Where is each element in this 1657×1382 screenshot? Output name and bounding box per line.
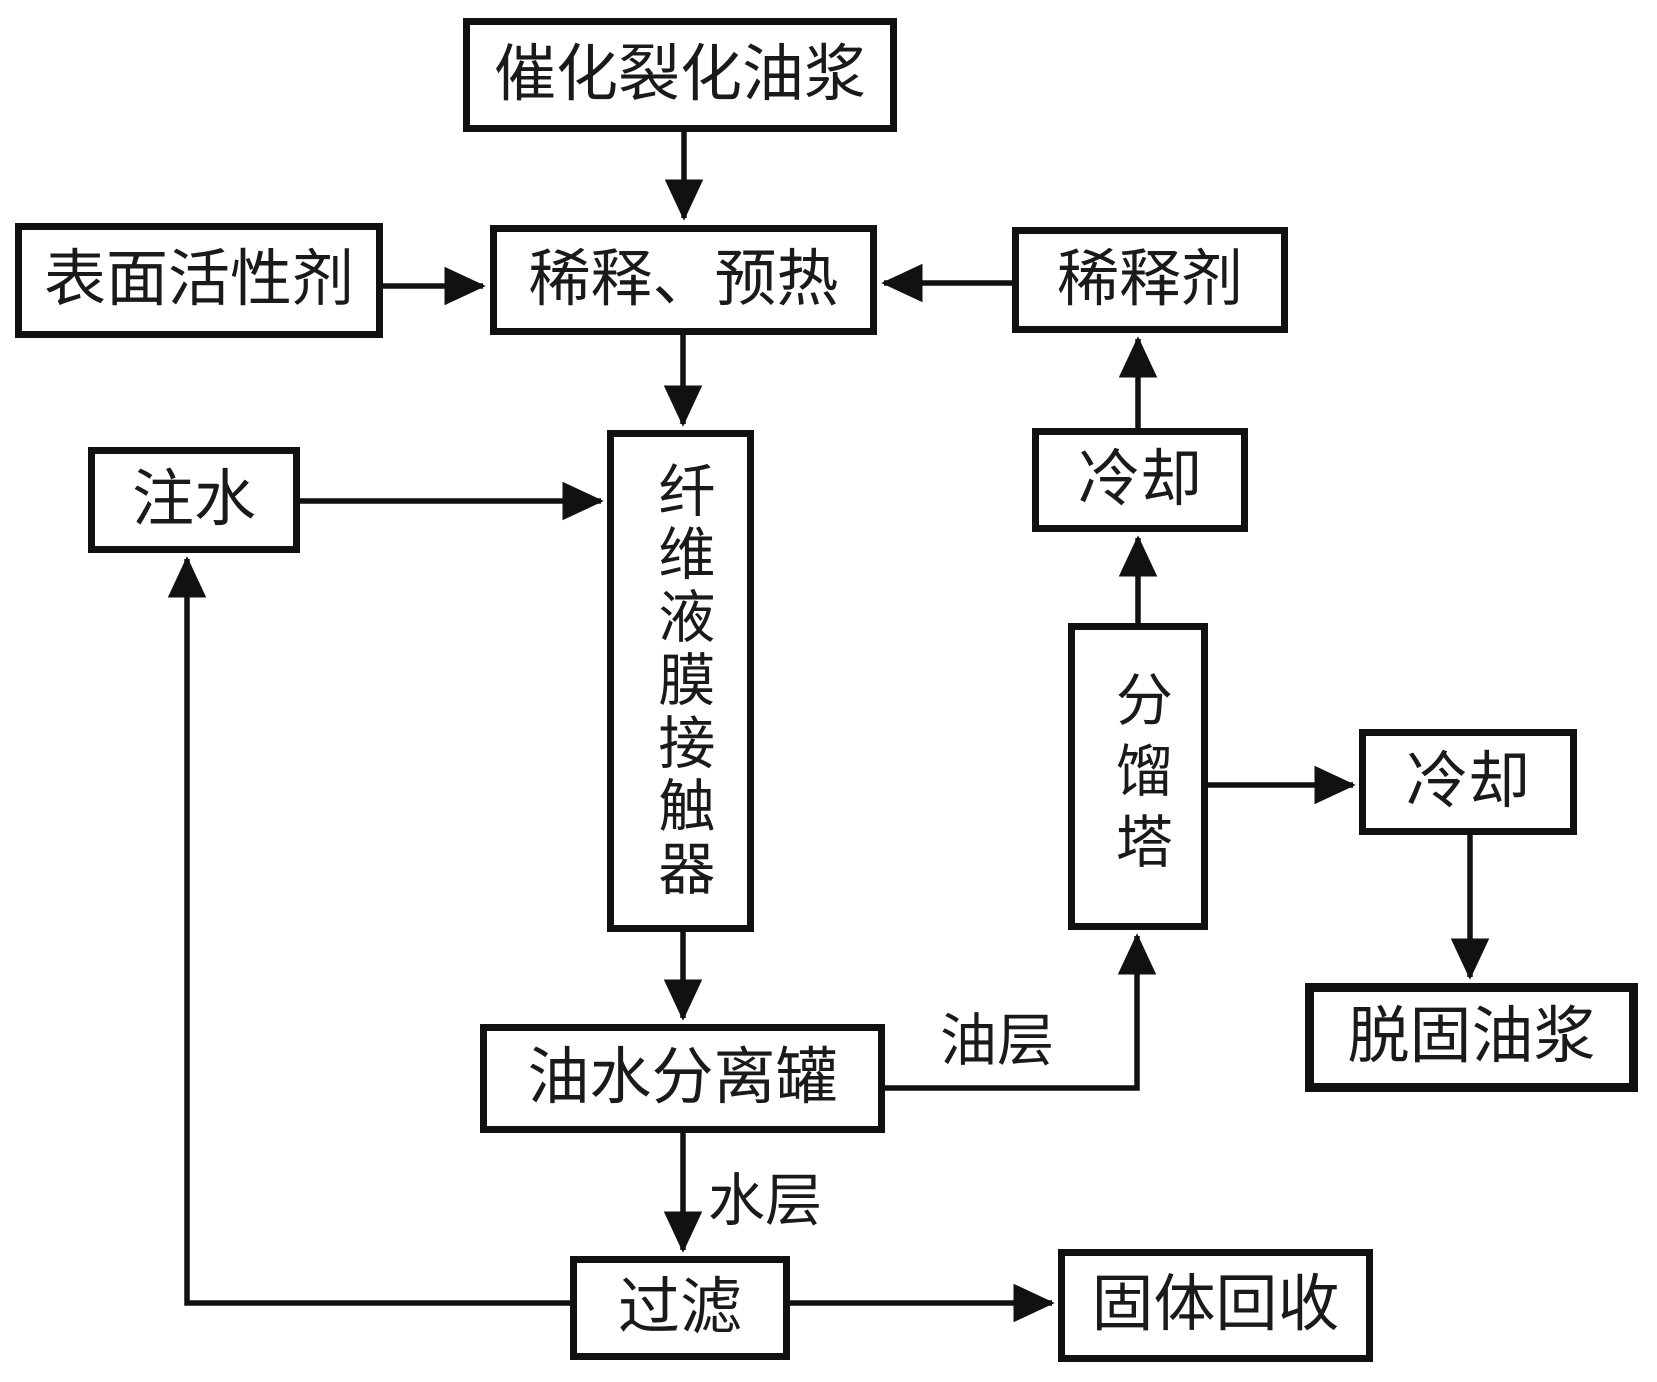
node-cooling-right-label: 冷却: [1405, 747, 1530, 816]
node-feed: 催化裂化油浆: [463, 18, 897, 132]
node-desolid-slurry: 脱固油浆: [1305, 983, 1638, 1092]
node-fiber-contactor: 纤维液膜接触器: [607, 430, 754, 932]
node-cooling-top: 冷却: [1032, 428, 1248, 532]
node-desolid-slurry-label: 脱固油浆: [1347, 1003, 1596, 1072]
node-filter: 过滤: [570, 1256, 790, 1360]
node-surfactant-label: 表面活性剂: [43, 246, 354, 315]
node-dilute-preheat-label: 稀释、预热: [528, 245, 839, 314]
node-separator-label: 油水分离罐: [527, 1044, 838, 1113]
node-filter-label: 过滤: [617, 1273, 742, 1342]
node-separator: 油水分离罐: [480, 1024, 885, 1133]
node-water-injection-label: 注水: [131, 465, 256, 534]
node-cooling-top-label: 冷却: [1077, 445, 1202, 514]
edge-label-water-layer: 水层: [708, 1170, 822, 1233]
edge-filter-water-recycle: [167, 556, 570, 1306]
node-solid-recovery: 固体回收: [1058, 1249, 1373, 1362]
node-fractionator-label: 分馏塔: [1107, 670, 1171, 883]
node-diluent: 稀释剂: [1012, 227, 1288, 333]
node-fiber-contactor-label: 纤维液膜接触器: [649, 460, 713, 902]
node-fractionator: 分馏塔: [1068, 623, 1208, 930]
node-surfactant: 表面活性剂: [15, 223, 383, 338]
node-solid-recovery-label: 固体回收: [1091, 1271, 1340, 1340]
node-water-injection: 注水: [88, 447, 300, 553]
node-diluent-label: 稀释剂: [1056, 245, 1243, 314]
node-feed-label: 催化裂化油浆: [493, 40, 866, 109]
edge-label-oil-layer: 油层: [940, 1010, 1054, 1073]
node-cooling-right: 冷却: [1359, 729, 1577, 835]
node-dilute-preheat: 稀释、预热: [490, 225, 877, 335]
